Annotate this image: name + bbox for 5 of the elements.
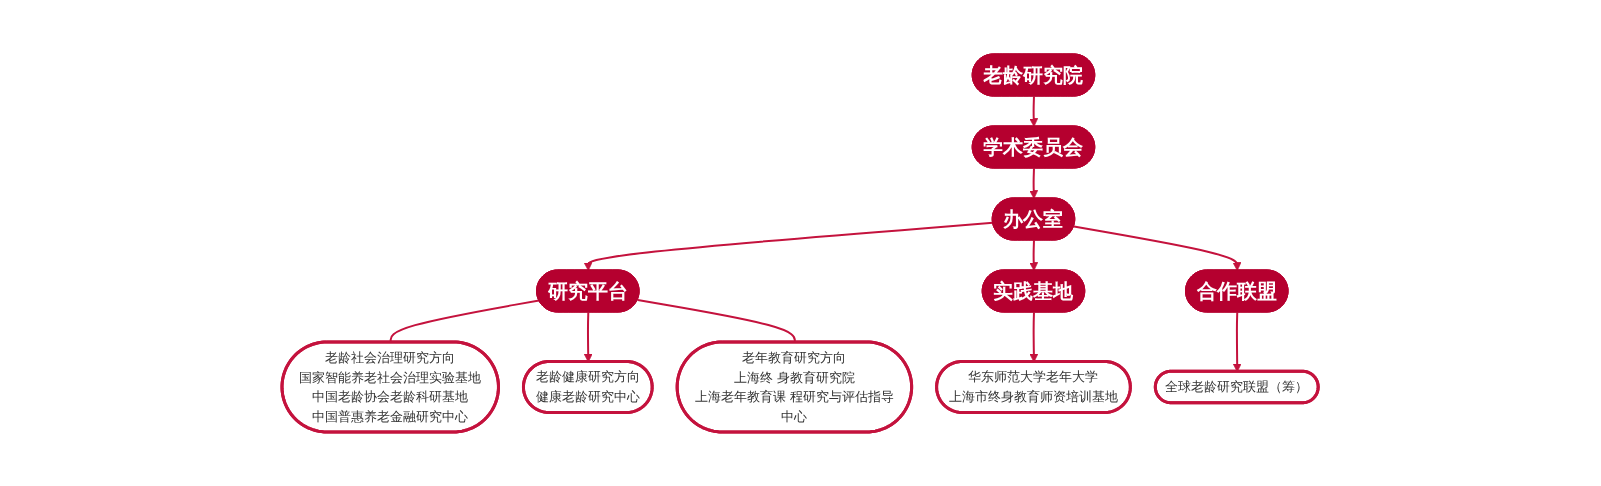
arrow (584, 221, 995, 271)
arrow (1073, 225, 1242, 271)
arrow (1029, 239, 1039, 271)
arrow (1029, 95, 1039, 127)
arrow (1029, 167, 1039, 199)
